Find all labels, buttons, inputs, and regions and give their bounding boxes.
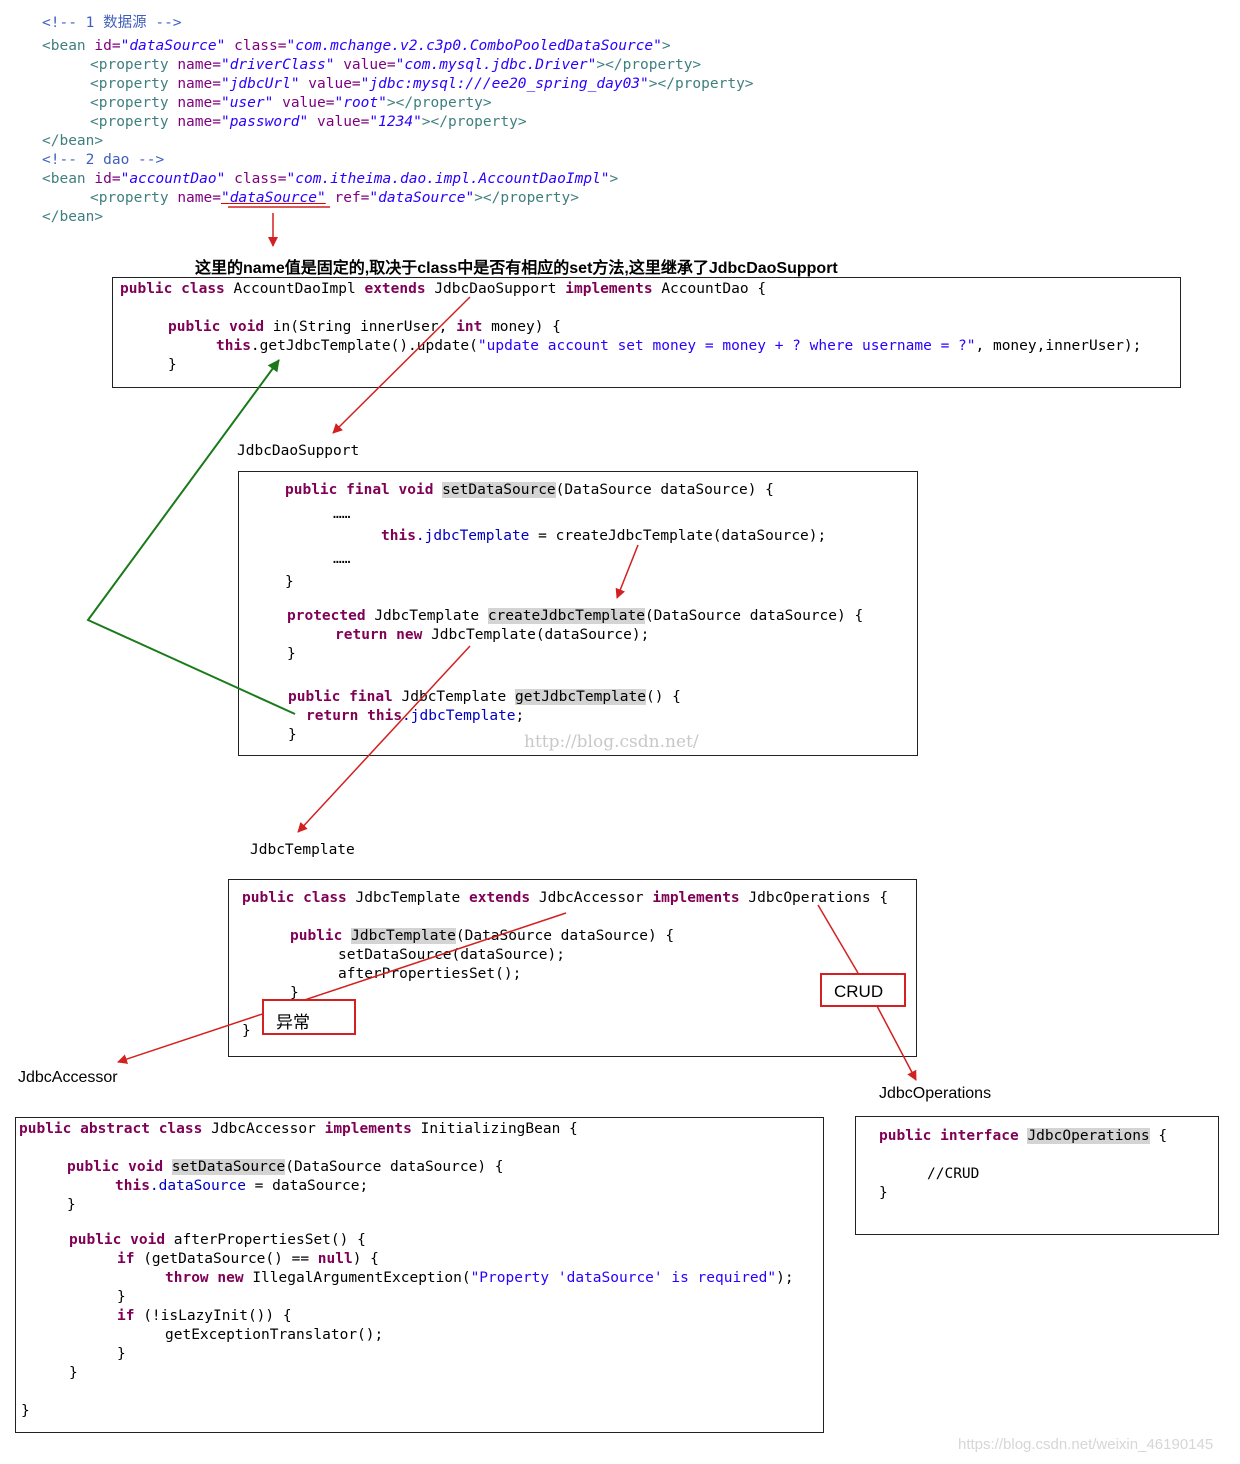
- watermark-center: http://blog.csdn.net/: [524, 732, 699, 752]
- jdbc-dao-support-box: public final void setDataSource(DataSour…: [238, 471, 918, 756]
- arrow-to-create-jdbc-template: [615, 544, 639, 599]
- code-line: }: [287, 646, 296, 662]
- code-line: public void in(String innerUser, int mon…: [168, 319, 561, 335]
- code-line: }: [285, 574, 294, 590]
- code-line: afterPropertiesSet();: [338, 966, 522, 982]
- code-line: this.getJdbcTemplate().update("update ac…: [216, 338, 1142, 354]
- arrow-to-jdbc-accessor: [117, 912, 567, 1064]
- exception-tag: 异常: [262, 999, 356, 1035]
- code-line: }: [879, 1185, 888, 1201]
- xml-bean-close: </bean>: [42, 209, 104, 225]
- code-line: this.dataSource = dataSource;: [115, 1178, 369, 1194]
- xml-bean-datasource: <bean id="dataSource" class="com.mchange…: [42, 38, 671, 54]
- label-jdbc-template: JdbcTemplate: [250, 842, 355, 858]
- watermark-corner: https://blog.csdn.net/weixin_46190145: [958, 1436, 1214, 1453]
- code-line: throw new IllegalArgumentException("Prop…: [165, 1270, 794, 1286]
- xml-comment-datasource: <!-- 1 数据源 -->: [42, 15, 182, 31]
- xml-property-row: <property name="jdbcUrl" value="jdbc:mys…: [90, 76, 754, 92]
- label-jdbc-accessor: JdbcAccessor: [18, 1069, 118, 1086]
- code-line: public final JdbcTemplate getJdbcTemplat…: [288, 689, 681, 705]
- code-line: public class JdbcTemplate extends JdbcAc…: [242, 890, 889, 906]
- code-line: if (!isLazyInit()) {: [117, 1308, 292, 1324]
- annotation-text: 这里的name值是固定的,取决于class中是否有相应的set方法,这里继承了J…: [195, 260, 838, 277]
- code-line: //CRUD: [927, 1166, 980, 1182]
- account-dao-impl-box: public class AccountDaoImpl extends Jdbc…: [112, 277, 1181, 388]
- label-jdbc-dao-support: JdbcDaoSupport: [237, 443, 360, 459]
- xml-bean-close: </bean>: [42, 133, 104, 149]
- code-line: ……: [333, 551, 351, 567]
- underlined-datasource-name: "dataSource": [220, 190, 326, 206]
- code-line: this.jdbcTemplate = createJdbcTemplate(d…: [381, 528, 827, 544]
- arrow-to-jdbc-template: [297, 645, 471, 833]
- code-line: }: [242, 1023, 251, 1039]
- code-line: public abstract class JdbcAccessor imple…: [19, 1121, 578, 1137]
- code-line: }: [288, 727, 297, 743]
- code-line: getExceptionTranslator();: [165, 1327, 384, 1343]
- code-line: ……: [333, 506, 351, 522]
- code-line: }: [117, 1289, 126, 1305]
- code-line: }: [69, 1365, 78, 1381]
- code-line: }: [290, 985, 299, 1001]
- xml-property-row: <property name="driverClass" value="com.…: [90, 57, 702, 73]
- xml-property-row: <property name="password" value="1234"><…: [90, 114, 527, 130]
- code-line: }: [168, 357, 177, 373]
- code-line: }: [67, 1197, 76, 1213]
- jdbc-accessor-box: public abstract class JdbcAccessor imple…: [15, 1117, 824, 1433]
- label-jdbc-operations: JdbcOperations: [879, 1085, 992, 1102]
- code-line: public JdbcTemplate(DataSource dataSourc…: [290, 928, 675, 944]
- xml-dao-property: <property name="dataSource" ref="dataSou…: [90, 190, 579, 206]
- code-line: public void afterPropertiesSet() {: [69, 1232, 366, 1248]
- code-line: public final void setDataSource(DataSour…: [285, 482, 774, 498]
- code-line: return new JdbcTemplate(dataSource);: [335, 627, 650, 643]
- xml-config: <!-- 1 数据源 --> <bean id="dataSource" cla…: [0, 0, 1240, 225]
- code-line: public void setDataSource(DataSource dat…: [67, 1159, 504, 1175]
- code-line: public interface JdbcOperations {: [879, 1128, 1168, 1144]
- arrow-crud-line: [817, 904, 859, 974]
- arrow-to-jdbc-operations: [876, 1005, 917, 1081]
- xml-property-row: <property name="user" value="root"></pro…: [90, 95, 492, 111]
- jdbc-operations-box: public interface JdbcOperations { //CRUD…: [855, 1116, 1219, 1235]
- arrow-get-jdbc-template-to-call: [86, 359, 296, 715]
- code-line: return this.jdbcTemplate;: [306, 708, 525, 724]
- code-line: setDataSource(dataSource);: [338, 947, 565, 963]
- code-line: if (getDataSource() == null) {: [117, 1251, 379, 1267]
- code-line: }: [21, 1403, 30, 1419]
- xml-bean-dao: <bean id="accountDao" class="com.itheima…: [42, 171, 619, 187]
- code-line: public class AccountDaoImpl extends Jdbc…: [120, 281, 767, 297]
- code-line: }: [117, 1346, 126, 1362]
- xml-comment-dao: <!-- 2 dao -->: [42, 152, 165, 168]
- code-line: protected JdbcTemplate createJdbcTemplat…: [287, 608, 864, 624]
- crud-tag: CRUD: [820, 973, 906, 1007]
- arrow-super-to-jdbc-dao-support: [332, 296, 471, 434]
